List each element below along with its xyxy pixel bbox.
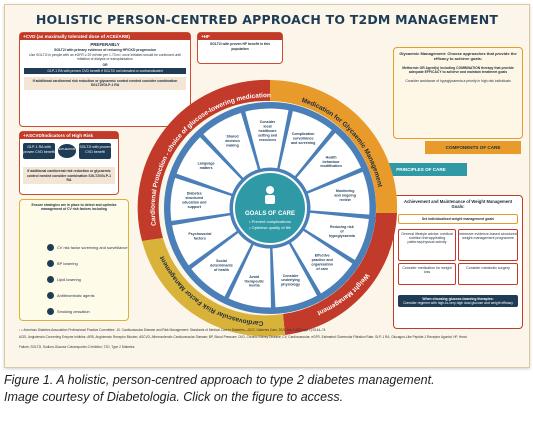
ascvd-footer: If additional cardiorenal risk reduction… <box>23 167 115 185</box>
cvd-or: OR <box>102 62 108 67</box>
hf-box-header: +HF <box>198 33 282 41</box>
ascvd-glp1: GLP-1 RA with proven CVD benefit <box>23 143 55 160</box>
wheel-segment <box>244 107 290 170</box>
ascvd-sglt2i: SGLT2i with proven CVD benefit <box>79 143 111 160</box>
cvd-box-header: +CVD (as maximally tolerated dose of ACE… <box>20 33 190 41</box>
weight-programme: Intensive evidence-based structured weig… <box>458 228 518 261</box>
caption-courtesy: Image courtesy of <box>4 390 107 404</box>
wheel-segment <box>201 111 260 180</box>
weight-title: Achievement and Maintenance of Weight Ma… <box>403 199 513 210</box>
figure-card[interactable]: HOLISTIC PERSON-CENTRED APPROACH TO T2DM… <box>4 4 530 368</box>
cv-item-label: Lipid lowering <box>57 277 81 282</box>
cvd-preferably: PREFERABLY <box>90 42 120 48</box>
wheel-segment <box>271 242 319 309</box>
ring-cv-risk <box>142 238 285 337</box>
cvd-line2: Use SGLT2i in people with an eGFR ≥ 20 m… <box>29 53 181 62</box>
heart-monitor-icon <box>47 244 54 251</box>
cv-risk-intro: Ensure strategies are in place to detect… <box>31 203 117 212</box>
cv-item-label: Smoking cessation <box>57 309 90 314</box>
cv-item-label: BP lowering <box>57 261 78 266</box>
cv-item-antithrombotic: Antithrombotic agents <box>47 292 95 299</box>
center-line2: • Optimise quality of life <box>249 225 291 230</box>
wheel-segment <box>278 109 334 178</box>
wheel-diagram: Cardiorenal Protection - choice of gluco… <box>137 79 398 337</box>
glycaemic-title: Glycaemic Management: Choose approaches … <box>399 51 517 61</box>
bp-cuff-icon <box>47 260 54 267</box>
hf-box-text: SGLT2i with proven HF benefit in this po… <box>209 42 271 51</box>
no-smoking-icon <box>47 308 54 315</box>
wheel-segment <box>289 229 354 295</box>
cv-item-smoking: Smoking cessation <box>47 308 90 315</box>
cvd-box: +CVD (as maximally tolerated dose of ACE… <box>19 32 191 127</box>
ascvd-box-header: +ASCVD/Indicators of High Risk <box>20 132 118 140</box>
weight-glp-text: Consider regimen with high-to-very-high … <box>403 301 513 305</box>
glycaemic-box: Glycaemic Management: Choose approaches … <box>393 47 523 139</box>
pill-icon <box>47 292 54 299</box>
ring-glycaemic <box>270 80 398 213</box>
wheel-segment <box>303 211 370 262</box>
center-circle <box>233 171 307 245</box>
figure-caption: Figure 1. A holistic, person-centred app… <box>4 372 529 406</box>
principles-of-care-label: PRINCIPLES OF CARE <box>375 163 467 176</box>
center-title: GOALS OF CARE <box>245 211 295 217</box>
wheel-segment <box>295 131 363 193</box>
caption-line2[interactable]: Image courtesy of Diabetologia. Click on… <box>4 389 529 406</box>
wheel-segment <box>169 176 233 223</box>
ascvd-either-or: EITHER/OR <box>58 144 76 159</box>
cv-item-lipid: Lipid lowering <box>47 276 81 283</box>
footnote-1: ¹ = American Diabetes Association Profes… <box>19 328 327 332</box>
cv-item-bp: BP lowering <box>47 260 78 267</box>
ring-weight <box>283 213 397 335</box>
wheel-segment <box>189 231 253 298</box>
glycaemic-line1: Metformin OR Agent(s) including COMBINAT… <box>402 66 514 75</box>
weight-box: Achievement and Maintenance of Weight Ma… <box>393 195 523 329</box>
outer-ring <box>137 79 398 337</box>
ring-cardiorenal <box>137 79 270 241</box>
cv-item-label: Antithrombotic agents <box>57 293 95 298</box>
footnote-3: Failure; SGLT2i, Sodium-Glucose Cotransp… <box>19 345 136 349</box>
cv-risk-box: Ensure strategies are in place to detect… <box>19 199 129 321</box>
caption-line1: Figure 1. A holistic, person-centred app… <box>4 373 435 387</box>
components-of-care-label: COMPONENTS OF CARE <box>425 141 521 154</box>
lipid-icon <box>47 276 54 283</box>
person-icon <box>265 186 275 204</box>
caption-journal: Diabetologia <box>106 390 177 404</box>
wheel-segment <box>306 170 371 216</box>
ascvd-box: +ASCVD/Indicators of High Risk GLP-1 RA … <box>19 131 119 195</box>
figure-title: HOLISTIC PERSON-CENTRED APPROACH TO T2DM… <box>35 12 499 27</box>
wheel-segment <box>227 243 272 309</box>
hf-box: +HF SGLT2i with proven HF benefit in thi… <box>197 32 283 64</box>
weight-surgery: Consider metabolic surgery <box>458 262 518 285</box>
weight-goal: Set individualised weight management goa… <box>398 213 518 224</box>
cv-item-label: CV risk factor screening and surveillanc… <box>57 245 128 250</box>
center-line1: • Prevent complications <box>249 219 291 224</box>
glycaemic-line2: Consider avoidance of hypoglycaemia a pr… <box>405 78 511 83</box>
footnote-2: ACEi, Angiotensin-Converting Enzyme Inhi… <box>19 335 467 339</box>
cvd-line3: GLP-1 RA with proven CVD benefit if SGLT… <box>24 67 186 75</box>
weight-medication: Consider medication for weight loss <box>398 262 456 285</box>
cvd-footer: If additional cardiorenal risk reduction… <box>24 77 186 90</box>
weight-lifestyle: General lifestyle advice: medical nutrit… <box>398 228 456 261</box>
weight-glp-title: When choosing glucose-lowering therapies… <box>422 296 494 301</box>
wheel-segment <box>175 135 243 196</box>
cvd-line1: SGLT2i with primary evidence of reducing… <box>54 47 156 52</box>
wheel-segment <box>170 214 239 267</box>
caption-link-text[interactable]: . Click on the figure to access. <box>176 390 344 404</box>
cv-item-screening: CV risk factor screening and surveillanc… <box>47 244 128 251</box>
